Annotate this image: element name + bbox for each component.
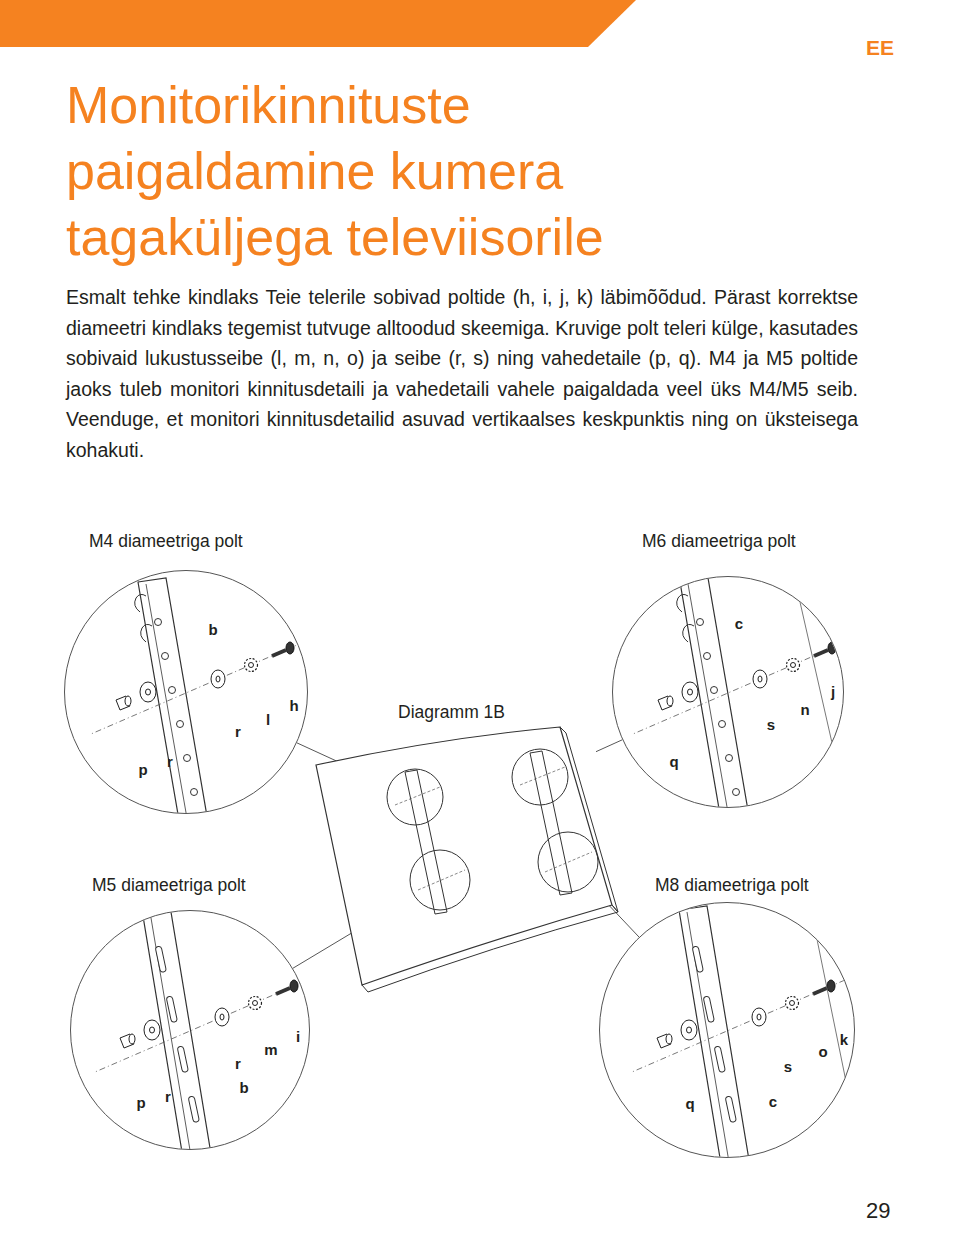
part-letter: q — [669, 754, 678, 769]
detail-circle: M6 diameetriga poltcjnsq — [612, 576, 844, 808]
tv-diagram: Diagramm 1B — [387, 747, 596, 908]
language-code: EE — [866, 36, 894, 60]
part-letter: p — [136, 1095, 145, 1110]
part-letter: r — [235, 724, 241, 739]
detail-m6 — [633, 578, 846, 826]
part-letter: s — [784, 1059, 792, 1074]
page-number: 29 — [866, 1198, 890, 1224]
part-letter: o — [818, 1044, 827, 1059]
header-bar — [0, 0, 636, 47]
detail-circle: M4 diameetriga poltbrlhpr — [64, 570, 308, 814]
part-letter: n — [800, 702, 809, 717]
part-letter: r — [165, 1089, 171, 1104]
part-letter: c — [735, 616, 743, 631]
part-letter: s — [767, 717, 775, 732]
detail-heading: M4 diameetriga polt — [89, 531, 243, 552]
detail-m4 — [91, 578, 304, 826]
detail-heading: M6 diameetriga polt — [642, 531, 796, 552]
detail-circle: M8 diameetriga poltkosqc — [599, 902, 855, 1158]
part-letter: i — [296, 1029, 300, 1044]
part-letter: l — [266, 712, 270, 727]
part-letter: j — [831, 684, 835, 699]
part-letter: r — [235, 1056, 241, 1071]
page-title: Monitorikinnituste paigaldamine kumera t… — [66, 72, 726, 270]
part-letter: b — [208, 622, 217, 637]
instruction-text: Esmalt tehke kindlaks Teie telerile sobi… — [66, 282, 858, 465]
detail-heading: M8 diameetriga polt — [655, 875, 809, 896]
part-letter: p — [138, 762, 147, 777]
tv-panel — [316, 727, 618, 992]
part-letter: r — [167, 754, 173, 769]
part-letter: m — [264, 1042, 277, 1057]
detail-m5 — [95, 906, 308, 1164]
part-letter: b — [239, 1080, 248, 1095]
part-letter: k — [840, 1032, 848, 1047]
detail-circle: M5 diameetriga poltimrrpb — [70, 910, 310, 1150]
part-letter: h — [289, 698, 298, 713]
leader-connector — [596, 740, 622, 752]
part-letter: c — [769, 1094, 777, 1109]
detail-heading: Diagramm 1B — [398, 702, 505, 723]
part-letter: q — [685, 1096, 694, 1111]
detail-heading: M5 diameetriga polt — [92, 875, 246, 896]
detail-m8 — [632, 905, 860, 1164]
